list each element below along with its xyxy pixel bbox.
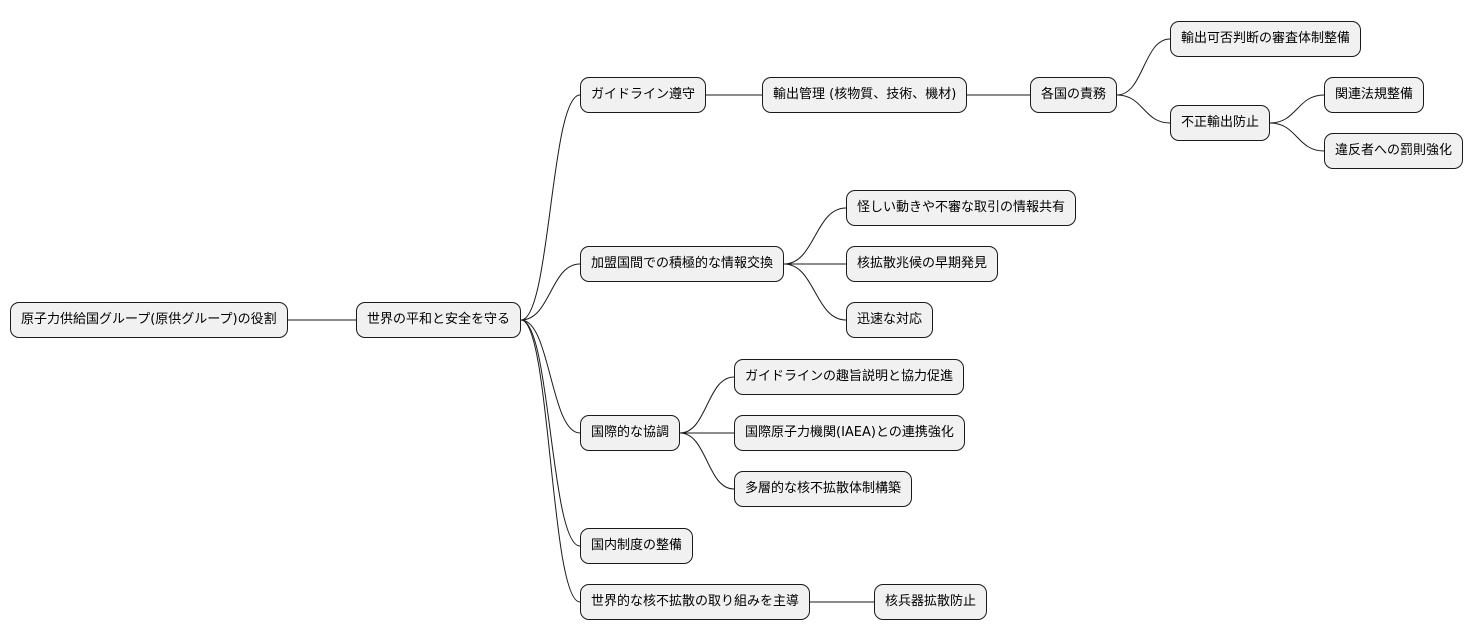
node-related-laws: 関連法規整備 [1324, 77, 1425, 113]
node-prevent-weapons-spread: 核兵器拡散防止 [874, 584, 988, 620]
connector-n6-n8 [1269, 122, 1325, 152]
node-national-duty: 各国の責務 [1030, 77, 1118, 113]
connector-n13-n14 [679, 376, 735, 434]
node-info-exchange: 加盟国間での積極的な情報交換 [580, 246, 785, 282]
connector-n1-n17 [520, 319, 581, 547]
connector-n6-n7 [1269, 94, 1325, 124]
node-root: 原子力供給国グループ(原供グループ)の役割 [10, 302, 288, 338]
node-early-detection: 核拡散兆候の早期発見 [846, 246, 999, 282]
node-iaea-cooperation: 国際原子力機関(IAEA)との連携強化 [734, 415, 965, 451]
connector-n1-n18 [520, 319, 581, 603]
connector-n13-n16 [679, 432, 735, 490]
node-export-control: 輸出管理 (核物質、技術、機材) [762, 77, 968, 113]
connector-n9-n10 [783, 207, 847, 265]
connector-n1-n9 [520, 263, 581, 321]
node-suspicious-info-sharing: 怪しい動きや不審な取引の情報共有 [846, 190, 1077, 226]
node-domestic-system: 国内制度の整備 [580, 528, 694, 564]
node-guideline-explanation: ガイドラインの趣旨説明と協力促進 [734, 359, 965, 395]
node-quick-response: 迅速な対応 [846, 302, 934, 338]
connector-n1-n2 [520, 94, 581, 321]
connector-n9-n12 [783, 263, 847, 321]
connector-n4-n6 [1116, 94, 1171, 124]
node-international-cooperation: 国際的な協調 [580, 415, 681, 451]
node-penalty-strengthening: 違反者への罰則強化 [1324, 133, 1464, 169]
node-review-system: 輸出可否判断の審査体制整備 [1170, 21, 1362, 57]
node-world-peace-security: 世界の平和と安全を守る [356, 302, 522, 338]
node-lead-nonproliferation: 世界的な核不拡散の取り組みを主導 [580, 584, 811, 620]
node-multilayer-regime: 多層的な核不拡散体制構築 [734, 471, 913, 507]
node-illegal-export-prevention: 不正輸出防止 [1170, 105, 1271, 141]
node-guideline-compliance: ガイドライン遵守 [580, 77, 707, 113]
connector-n4-n5 [1116, 38, 1171, 96]
connector-n1-n13 [520, 319, 581, 434]
